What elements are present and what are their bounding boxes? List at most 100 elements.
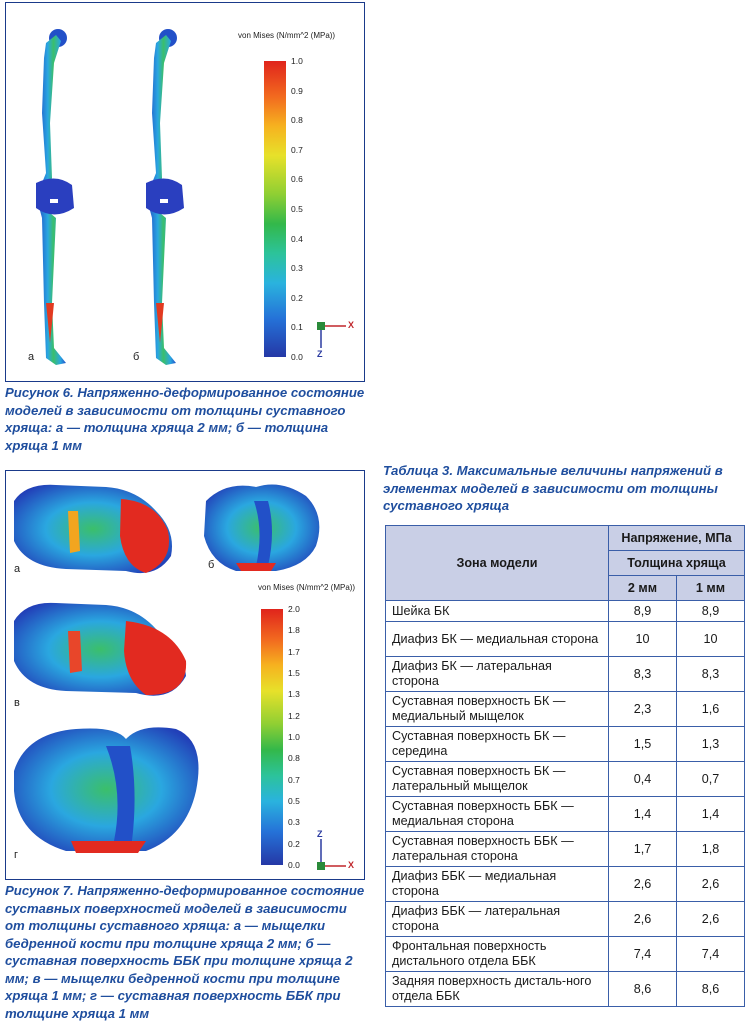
fig7-panel-g-label: г (14, 849, 19, 861)
col-stress-header: Напряжение, МПа (608, 525, 745, 551)
value-2mm-cell: 2,3 (608, 691, 677, 727)
fig7-axis-z-label: Z (317, 829, 323, 839)
table-3-caption: Таблица 3. Максимальные величины напряже… (383, 463, 723, 513)
fig6-axis-z-label: Z (317, 349, 323, 359)
femur-condyles-v (14, 602, 187, 696)
zone-cell: Диафиз ББК — латеральная сторона (385, 901, 609, 937)
value-2mm-cell: 8,9 (608, 600, 677, 622)
colorbar-tick-label: 0.0 (288, 860, 300, 870)
colorbar-tick-label: 0.0 (291, 352, 303, 362)
fig7-legend-title: von Mises (N/mm^2 (MPa)) (258, 583, 356, 592)
table-row: Суставная поверхность ББК — латеральная … (385, 831, 745, 867)
value-1mm-cell: 0,7 (676, 761, 745, 797)
table-row: Суставная поверхность ББК — медиальная с… (385, 796, 745, 832)
zone-cell: Суставная поверхность БК — середина (385, 726, 609, 762)
table-row: Фронтальная поверхность дистального отде… (385, 936, 745, 972)
value-2mm-cell: 1,4 (608, 796, 677, 832)
value-1mm-cell: 1,3 (676, 726, 745, 762)
value-1mm-cell: 8,3 (676, 656, 745, 692)
colorbar-tick-label: 0.2 (291, 292, 303, 303)
fig6-panel-a-label: а (28, 351, 35, 363)
colorbar-tick-label: 0.9 (291, 85, 303, 96)
table-3: Зона модели Напряжение, МПа Толщина хрящ… (385, 525, 745, 1007)
value-1mm-cell: 7,4 (676, 936, 745, 972)
value-2mm-cell: 0,4 (608, 761, 677, 797)
zone-cell: Диафиз ББК — медиальная сторона (385, 866, 609, 902)
zone-cell: Шейка БК (385, 600, 609, 622)
value-2mm-cell: 1,5 (608, 726, 677, 762)
zone-cell: Диафиз БК — медиальная сторона (385, 621, 609, 657)
tibia-surface-g (14, 727, 199, 853)
fig6-axis-x-label: X (348, 320, 355, 330)
colorbar-tick-label: 0.7 (288, 774, 300, 785)
value-1mm-cell: 1,4 (676, 796, 745, 832)
zone-cell: Суставная поверхность ББК — медиальная с… (385, 796, 609, 832)
fig7-axis-x-label: X (348, 860, 355, 870)
colorbar-tick-label: 0.3 (288, 817, 300, 828)
femur-condyles-a (14, 484, 172, 574)
colorbar-tick-label: 1.2 (288, 710, 300, 721)
table-row: Суставная поверхность БК — латеральный м… (385, 761, 745, 797)
fig6-colorbar (264, 61, 286, 357)
value-2mm-cell: 1,7 (608, 831, 677, 867)
fig7-panel-b-label: б (208, 559, 215, 571)
fig7-axis-triad (317, 839, 346, 870)
value-2mm-cell: 2,6 (608, 866, 677, 902)
colorbar-tick-label: 0.3 (291, 263, 303, 274)
colorbar-tick-label: 1.7 (288, 646, 300, 657)
value-1mm-cell: 10 (676, 621, 745, 657)
value-2mm-cell: 7,4 (608, 936, 677, 972)
tibia-surface-b (204, 484, 320, 571)
colorbar-tick-label: 1.3 (288, 689, 300, 700)
fig7-joint-models (14, 484, 346, 870)
colorbar-tick-label: 0.7 (291, 144, 303, 155)
colorbar-tick-label: 0.8 (291, 115, 303, 126)
colorbar-tick-label: 0.2 (288, 838, 300, 849)
colorbar-tick-label: 0.5 (291, 204, 303, 214)
fig6-axis-triad (317, 322, 346, 348)
value-1mm-cell: 8,9 (676, 600, 745, 622)
fig6-panel-b-label: б (133, 351, 140, 363)
fig7-colorbar (261, 609, 283, 865)
value-2mm-cell: 2,6 (608, 901, 677, 937)
zone-cell: Диафиз БК — латеральная сторона (385, 656, 609, 692)
leg-model-a (36, 29, 74, 365)
zone-cell: Суставная поверхность БК — латеральный м… (385, 761, 609, 797)
fig7-panel-a-label: а (14, 563, 21, 575)
col-zone-header: Зона модели (385, 525, 609, 601)
value-1mm-cell: 2,6 (676, 866, 745, 902)
fig6-legend-title: von Mises (N/mm^2 (MPa)) (238, 31, 336, 40)
zone-cell: Суставная поверхность БК — медиальный мы… (385, 691, 609, 727)
table-row: Суставная поверхность БК — медиальный мы… (385, 691, 745, 727)
colorbar-tick-label: 1.0 (291, 56, 303, 66)
value-1mm-cell: 8,6 (676, 971, 745, 1007)
colorbar-tick-label: 2.0 (288, 604, 300, 614)
zone-cell: Задняя поверхность дисталь-ного отдела Б… (385, 971, 609, 1007)
figure-6-caption: Рисунок 6. Напряженно-деформированное со… (5, 385, 365, 453)
value-1mm-cell: 1,6 (676, 691, 745, 727)
col-thickness-header: Толщина хряща (608, 550, 745, 576)
zone-cell: Суставная поверхность ББК — латеральная … (385, 831, 609, 867)
value-1mm-cell: 1,8 (676, 831, 745, 867)
figure-6: von Mises (N/mm^2 (MPa)) 1.0 0.9 0.8 0.7 0.6… (5, 2, 365, 382)
colorbar-tick-label: 0.4 (291, 233, 303, 244)
colorbar-tick-label: 0.1 (291, 322, 303, 333)
fig6-leg-models (36, 29, 346, 365)
value-1mm-cell: 2,6 (676, 901, 745, 937)
value-2mm-cell: 8,6 (608, 971, 677, 1007)
col-2mm-header: 2 мм (608, 575, 677, 601)
value-2mm-cell: 10 (608, 621, 677, 657)
fig7-panel-v-label: в (14, 697, 20, 709)
colorbar-tick-label: 0.8 (288, 753, 300, 764)
colorbar-tick-label: 1.0 (288, 732, 300, 742)
leg-model-b (146, 29, 184, 365)
colorbar-tick-label: 0.6 (291, 174, 303, 185)
